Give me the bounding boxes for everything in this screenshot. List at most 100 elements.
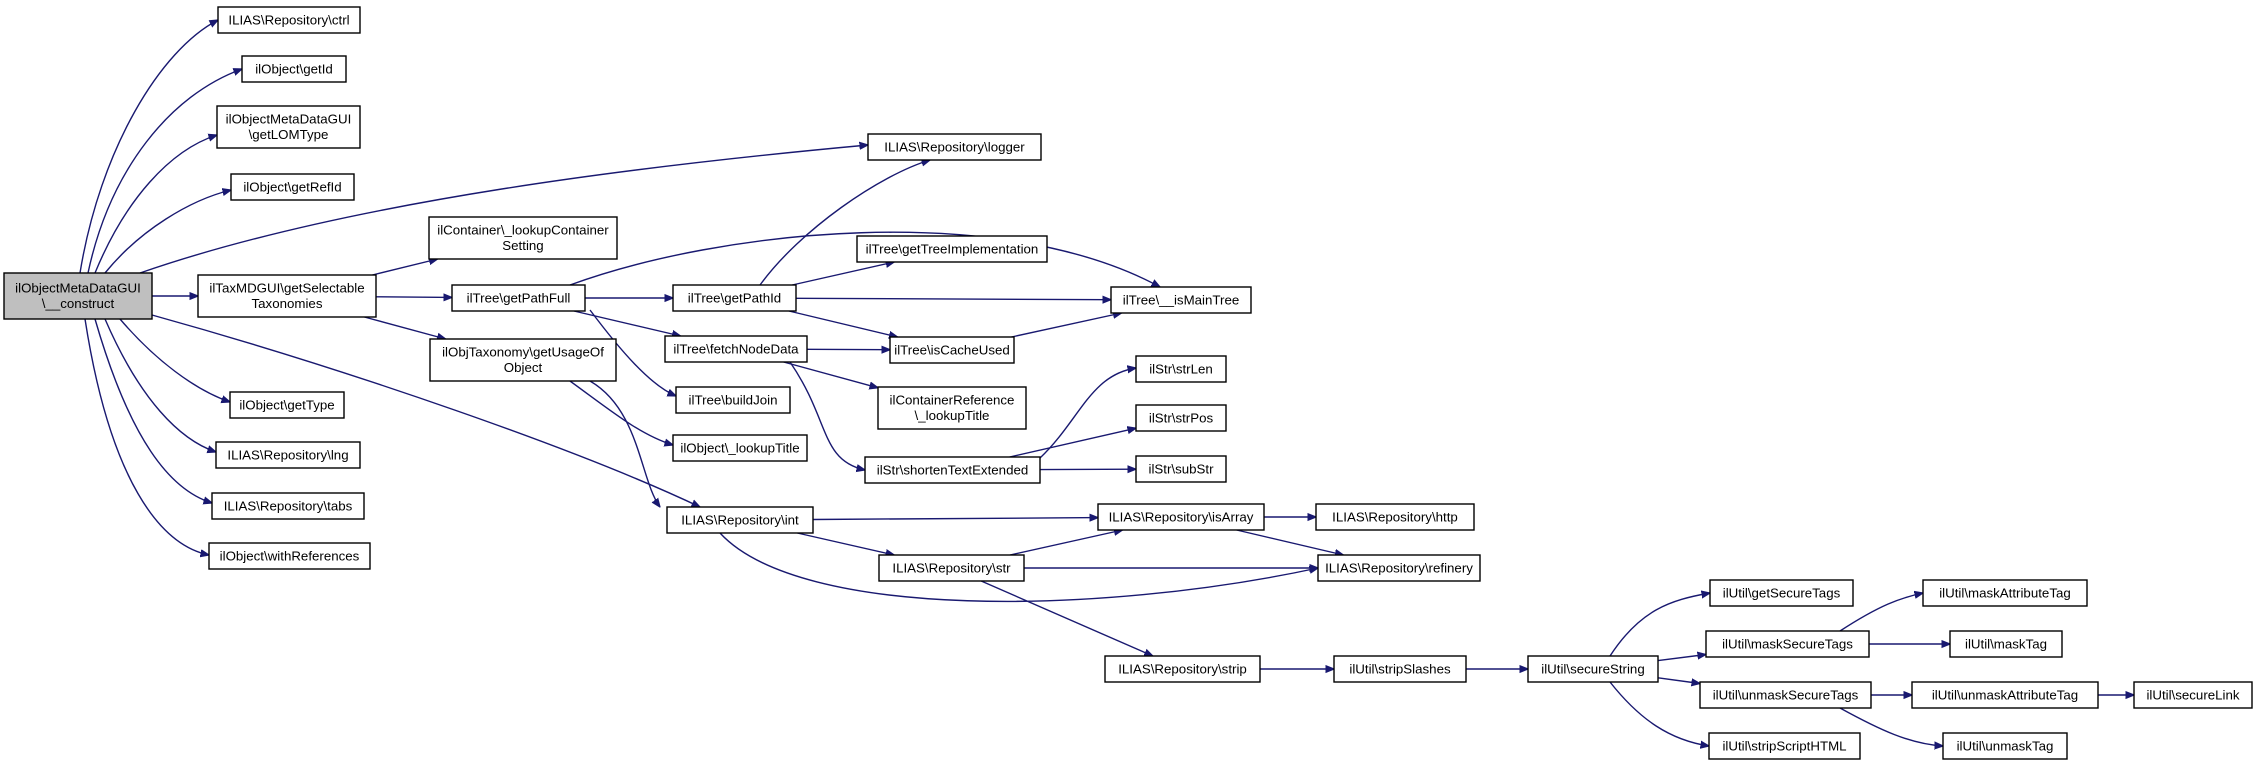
- node-box: [672, 284, 797, 312]
- node-lookupTitle[interactable]: ilObject\_lookupTitle: [672, 434, 808, 462]
- node-box: [666, 506, 814, 534]
- edge-construct-to-repo_lng: [104, 318, 216, 452]
- node-box: [1135, 355, 1227, 383]
- edge-shortenText-to-strLen: [1039, 368, 1136, 459]
- node-repo_logger[interactable]: ILIAS\Repository\logger: [867, 133, 1042, 161]
- node-repo_lng[interactable]: ILIAS\Repository\lng: [215, 441, 361, 469]
- node-stripSlashes[interactable]: ilUtil\stripSlashes: [1333, 655, 1467, 683]
- node-strPos[interactable]: ilStr\strPos: [1135, 404, 1227, 432]
- node-label-line: ilUtil\secureLink: [2146, 687, 2239, 702]
- node-label-line: ILIAS\Repository\tabs: [224, 498, 353, 513]
- node-unmaskTag[interactable]: ilUtil\unmaskTag: [1942, 732, 2068, 760]
- node-maskAttributeTag[interactable]: ilUtil\maskAttributeTag: [1922, 579, 2088, 607]
- node-repo_isArray[interactable]: ILIAS\Repository\isArray: [1097, 503, 1265, 531]
- node-subStr[interactable]: ilStr\subStr: [1135, 455, 1227, 483]
- edge-unmaskSecureTags-to-unmaskTag: [1839, 707, 1943, 746]
- node-box: [1699, 681, 1872, 709]
- node-getPathId[interactable]: ilTree\getPathId: [672, 284, 797, 312]
- node-box: [672, 434, 808, 462]
- node-box: [889, 336, 1015, 364]
- edge-secureString-to-unmaskSecureTags: [1657, 677, 1700, 684]
- node-box: [230, 173, 355, 201]
- node-label-line: ilObject\getType: [239, 397, 334, 412]
- node-label-line: ilUtil\unmaskSecureTags: [1713, 687, 1859, 702]
- node-repo_http[interactable]: ILIAS\Repository\http: [1315, 503, 1475, 531]
- node-repo_int[interactable]: ILIAS\Repository\int: [666, 506, 814, 534]
- node-label-line: ilUtil\maskSecureTags: [1722, 636, 1853, 651]
- node-box: [1097, 503, 1265, 531]
- edge-secureString-to-getSecureTags: [1609, 593, 1710, 657]
- node-unmaskAttributeTag[interactable]: ilUtil\unmaskAttributeTag: [1911, 681, 2099, 709]
- node-buildJoin[interactable]: ilTree\buildJoin: [675, 386, 791, 414]
- node-box: [197, 274, 377, 318]
- node-getPathFull[interactable]: ilTree\getPathFull: [451, 284, 586, 312]
- node-repo_refinery[interactable]: ILIAS\Repository\refinery: [1317, 554, 1481, 582]
- node-secureLink[interactable]: ilUtil\secureLink: [2133, 681, 2253, 709]
- node-maskTag[interactable]: ilUtil\maskTag: [1949, 630, 2063, 658]
- node-label-line: ilTaxMDGUI\getSelectable: [209, 281, 364, 296]
- edge-construct-to-withReferences: [84, 318, 209, 555]
- edge-getUsageOf-to-lookupTitle: [569, 380, 673, 445]
- node-getType[interactable]: ilObject\getType: [229, 391, 345, 419]
- node-containerRefTitle[interactable]: ilContainerReference\_lookupTitle: [877, 386, 1027, 430]
- node-label-line: \getLOMType: [249, 127, 329, 142]
- node-secureString[interactable]: ilUtil\secureString: [1527, 655, 1659, 683]
- node-strLen[interactable]: ilStr\strLen: [1135, 355, 1227, 383]
- node-box: [1942, 732, 2068, 760]
- node-getLOMType[interactable]: ilObjectMetaDataGUI\getLOMType: [216, 105, 361, 149]
- node-box: [864, 456, 1041, 484]
- node-repo_ctrl[interactable]: ILIAS\Repository\ctrl: [217, 6, 361, 34]
- node-label-line: ilTree\getTreeImplementation: [866, 241, 1039, 256]
- node-label-line: ilObject\getRefId: [243, 179, 341, 194]
- edge-maskSecureTags-to-maskAttributeTag: [1839, 593, 1923, 632]
- node-construct[interactable]: ilObjectMetaDataGUI\__construct: [3, 272, 153, 320]
- node-withReferences[interactable]: ilObject\withReferences: [208, 542, 371, 570]
- edge-getPathId-to-isCacheUsed: [788, 310, 898, 337]
- node-label-line: ilTree\__isMainTree: [1123, 292, 1240, 307]
- node-label-line: Object: [504, 360, 543, 375]
- node-label-line: ilUtil\secureString: [1541, 661, 1644, 676]
- edge-construct-to-getId: [87, 69, 242, 274]
- node-label-line: ilUtil\maskAttributeTag: [1939, 585, 2071, 600]
- node-box: [1135, 455, 1227, 483]
- node-maskSecureTags[interactable]: ilUtil\maskSecureTags: [1705, 630, 1870, 658]
- node-repo_str[interactable]: ILIAS\Repository\str: [878, 554, 1025, 582]
- node-getSecureTags[interactable]: ilUtil\getSecureTags: [1709, 579, 1854, 607]
- node-box: [867, 133, 1042, 161]
- node-label-line: ilStr\subStr: [1148, 461, 1214, 476]
- node-getId[interactable]: ilObject\getId: [241, 55, 347, 83]
- node-label-line: ilUtil\getSecureTags: [1723, 585, 1841, 600]
- node-box: [1911, 681, 2099, 709]
- node-label-line: ilUtil\stripScriptHTML: [1722, 738, 1846, 753]
- node-box: [1333, 655, 1467, 683]
- node-shortenText[interactable]: ilStr\shortenTextExtended: [864, 456, 1041, 484]
- edge-getPathId-to-isMainTree: [795, 298, 1111, 299]
- node-box: [215, 441, 361, 469]
- node-label-line: \_lookupTitle: [915, 408, 990, 423]
- node-stripScriptHTML[interactable]: ilUtil\stripScriptHTML: [1708, 732, 1861, 760]
- node-box: [878, 554, 1025, 582]
- edge-construct-to-repo_int: [151, 314, 700, 507]
- node-repo_tabs[interactable]: ILIAS\Repository\tabs: [211, 492, 365, 520]
- node-box: [877, 386, 1027, 430]
- node-isMainTree[interactable]: ilTree\__isMainTree: [1110, 286, 1252, 314]
- edge-repo_str-to-repo_strip: [980, 580, 1153, 656]
- node-isCacheUsed[interactable]: ilTree\isCacheUsed: [889, 336, 1015, 364]
- node-repo_strip[interactable]: ILIAS\Repository\strip: [1104, 655, 1261, 683]
- edge-fetchNodeData-to-shortenText: [789, 361, 865, 470]
- node-label-line: Setting: [502, 238, 543, 253]
- edge-getPathFull-to-buildJoin: [589, 309, 676, 396]
- node-fetchNodeData[interactable]: ilTree\fetchNodeData: [664, 335, 808, 363]
- node-unmaskSecureTags[interactable]: ilUtil\unmaskSecureTags: [1699, 681, 1872, 709]
- node-getRefId[interactable]: ilObject\getRefId: [230, 173, 355, 201]
- node-getTreeImpl[interactable]: ilTree\getTreeImplementation: [856, 235, 1048, 263]
- edge-construct-to-getLOMType: [94, 135, 217, 274]
- node-box: [1949, 630, 2063, 658]
- node-label-line: ilUtil\unmaskTag: [1957, 738, 2054, 753]
- node-label-line: ilStr\strPos: [1149, 410, 1214, 425]
- edge-getPathFull-to-fetchNodeData: [573, 310, 681, 336]
